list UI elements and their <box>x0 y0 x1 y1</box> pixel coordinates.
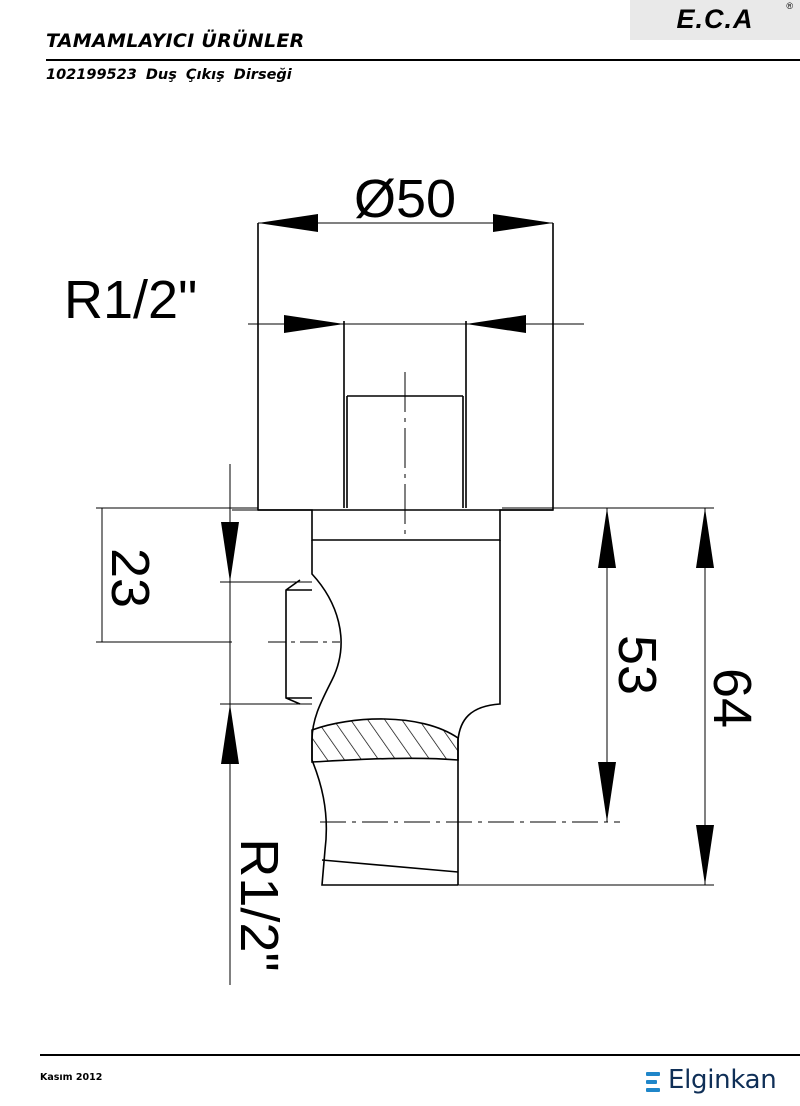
dim-64-label: 64 <box>702 668 762 728</box>
lower-body-left <box>311 540 458 886</box>
side-outlet <box>285 579 312 705</box>
issue-date: Kasım 2012 <box>40 1072 103 1083</box>
brand-logo-registered: ® <box>786 1 793 11</box>
dim-diameter-label: Ø50 <box>354 169 456 229</box>
product-subtitle: 102199523 Duş Çıkış Dirseği <box>46 67 292 83</box>
inner-bore <box>343 321 467 508</box>
brand-logo: E.C.A ® <box>630 0 800 40</box>
distributor-logo: Elginkan <box>646 1064 800 1104</box>
distributor-name: Elginkan <box>668 1065 777 1095</box>
page-title: TAMAMLAYICI ÜRÜNLER <box>46 30 305 52</box>
lower-body-right <box>457 540 501 885</box>
brand-logo-text: E.C.A <box>676 4 754 34</box>
dim-53-label: 53 <box>607 635 667 695</box>
dim-side-thread-label: R1/2" <box>229 838 289 971</box>
lower-thread <box>321 859 459 873</box>
header-divider <box>46 59 800 61</box>
dimension-arrows <box>221 214 714 885</box>
footer-divider <box>40 1054 800 1056</box>
hatched-section <box>312 718 458 762</box>
elginkan-mark-icon <box>646 1072 662 1094</box>
dim-23-label: 23 <box>100 548 160 608</box>
dim-top-thread-label: R1/2" <box>64 270 197 330</box>
